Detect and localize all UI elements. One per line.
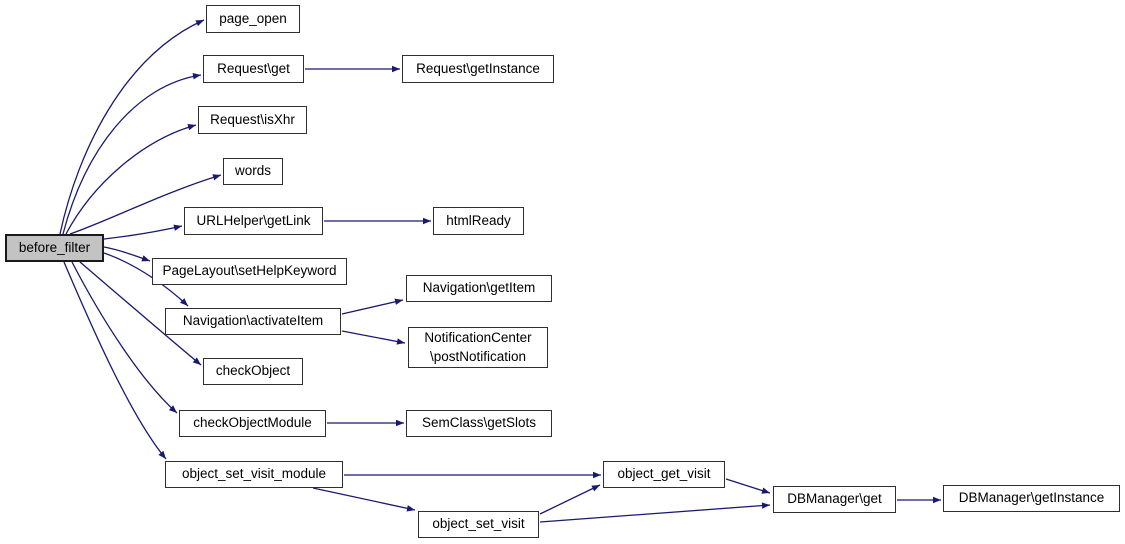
edge-before_filter-to-words <box>69 174 222 235</box>
edge-before_filter-to-object_set_visit_module <box>63 261 167 460</box>
node-label: Request\isXhr <box>210 111 295 127</box>
node-object_get_visit[interactable]: object_get_visit <box>603 461 725 488</box>
node-before_filter: before_filter <box>5 234 104 262</box>
node-label: NotificationCenter <box>424 329 532 345</box>
edge-object_get_visit-to-dbmanager_get <box>725 478 771 494</box>
node-pagelayout_sethelpkeyword[interactable]: PageLayout\setHelpKeyword <box>152 258 347 285</box>
node-words[interactable]: words <box>223 158 283 185</box>
node-dbmanager_get[interactable]: DBManager\get <box>773 486 896 513</box>
node-htmlready[interactable]: htmlReady <box>433 207 524 235</box>
edge-object_set_visit-to-object_get_visit <box>539 484 601 515</box>
edge-before_filter-to-request_isxhr <box>65 124 197 235</box>
edge-before_filter-to-urlhelper_getlink <box>103 224 183 240</box>
node-label: Request\get <box>217 60 290 76</box>
edge-before_filter-to-navigation_activateitem <box>103 252 189 307</box>
node-object_set_visit[interactable]: object_set_visit <box>418 511 539 538</box>
node-label: DBManager\get <box>787 491 882 507</box>
node-label: \postNotification <box>429 348 527 364</box>
node-label: before_filter <box>18 239 91 255</box>
node-label: checkObjectModule <box>193 415 312 431</box>
edge-before_filter-to-pagelayout_sethelpkeyword <box>103 246 151 262</box>
node-urlhelper_getlink[interactable]: URLHelper\getLink <box>184 207 323 235</box>
node-label: htmlReady <box>446 212 511 228</box>
node-label: Navigation\activateItem <box>182 313 324 329</box>
node-label: page_open <box>219 10 287 26</box>
node-notificationcenter_postnotification[interactable]: NotificationCenter \postNotification <box>408 327 548 368</box>
edge-navigation_activateitem-to-navigation_getitem <box>341 298 404 315</box>
node-checkobjectmodule[interactable]: checkObjectModule <box>179 410 326 437</box>
node-request_get[interactable]: Request\get <box>203 55 304 83</box>
edge-object_set_visit-to-dbmanager_get <box>539 502 771 523</box>
node-navigation_getitem[interactable]: Navigation\getItem <box>406 275 552 302</box>
node-object_set_visit_module[interactable]: object_set_visit_module <box>165 461 343 488</box>
edges-group <box>59 19 941 523</box>
node-label: URLHelper\getLink <box>196 212 311 228</box>
node-label: Navigation\getItem <box>422 280 536 296</box>
edge-before_filter-to-checkobjectmodule <box>71 261 178 414</box>
node-label: SemClass\getSlots <box>421 415 537 431</box>
node-label: Request\getInstance <box>416 60 540 76</box>
node-request_isxhr[interactable]: Request\isXhr <box>198 106 307 134</box>
node-label: object_set_visit_module <box>181 466 327 482</box>
node-label: PageLayout\setHelpKeyword <box>162 263 337 279</box>
node-label: words <box>234 163 271 179</box>
node-dbmanager_getinstance[interactable]: DBManager\getInstance <box>943 485 1120 512</box>
node-navigation_activateitem[interactable]: Navigation\activateItem <box>165 308 341 335</box>
edge-object_set_visit_module-to-object_set_visit <box>312 487 416 512</box>
edge-before_filter-to-request_get <box>62 73 202 235</box>
node-label: object_get_visit <box>617 466 711 482</box>
node-label: object_set_visit <box>432 516 525 532</box>
edge-before_filter-to-checkobject <box>79 261 202 366</box>
node-request_getinstance[interactable]: Request\getInstance <box>402 55 554 83</box>
node-page_open[interactable]: page_open <box>206 5 300 33</box>
node-checkobject[interactable]: checkObject <box>203 358 303 385</box>
edge-navigation_activateitem-to-notificationcenter_postnotification <box>341 330 406 345</box>
node-label: DBManager\getInstance <box>958 490 1105 506</box>
node-semclass_getslots[interactable]: SemClass\getSlots <box>406 410 552 437</box>
node-label: checkObject <box>215 363 291 379</box>
edge-before_filter-to-page_open <box>59 19 205 235</box>
